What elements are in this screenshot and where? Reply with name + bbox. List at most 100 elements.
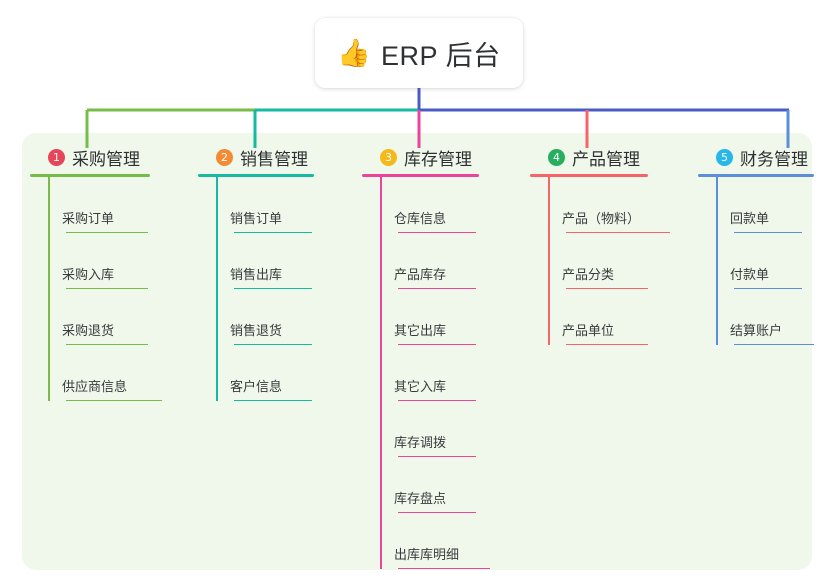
item-label: 销售出库	[230, 267, 283, 282]
item-underline	[734, 231, 802, 233]
item-label: 采购入库	[62, 267, 115, 282]
list-item[interactable]: 采购订单	[48, 177, 190, 233]
branch-title-1: 采购管理	[72, 149, 140, 169]
branch-title-2: 销售管理	[240, 149, 308, 169]
list-item[interactable]: 采购入库	[48, 233, 190, 289]
content-panel	[22, 133, 812, 570]
branch-spine-5	[716, 177, 718, 345]
item-underline	[234, 343, 312, 345]
branch-items-1: 采购订单 采购入库 采购退货 供应商信息	[30, 177, 190, 401]
list-item[interactable]: 其它出库	[380, 289, 532, 345]
list-item[interactable]: 销售订单	[216, 177, 358, 233]
list-item[interactable]: 采购退货	[48, 289, 190, 345]
list-item[interactable]: 客户信息	[216, 345, 358, 401]
list-item[interactable]: 产品库存	[380, 233, 532, 289]
branch-underline-3	[362, 174, 479, 177]
branch-items-2: 销售订单 销售出库 销售退货 客户信息	[198, 177, 358, 401]
item-label: 出库库明细	[394, 547, 460, 562]
list-item[interactable]: 产品（物料）	[548, 177, 700, 233]
branch-items-4: 产品（物料） 产品分类 产品单位	[530, 177, 700, 345]
item-underline	[734, 343, 814, 345]
list-item[interactable]: 其它入库	[380, 345, 532, 401]
branch-column-2: 2 销售管理 销售订单 销售出库 销售退货 客户信息	[198, 145, 358, 401]
branch-items-3: 仓库信息 产品库存 其它出库 其它入库 库存调拨 库存盘点	[362, 177, 532, 569]
list-item[interactable]: 仓库信息	[380, 177, 532, 233]
item-label: 其它出库	[394, 323, 447, 338]
item-label: 产品（物料）	[562, 211, 641, 226]
branch-header-5[interactable]: 5 财务管理	[698, 145, 839, 169]
item-label: 库存调拨	[394, 435, 447, 450]
item-label: 仓库信息	[394, 211, 447, 226]
list-item[interactable]: 库存调拨	[380, 401, 532, 457]
branch-underline-1	[30, 174, 150, 177]
branch-spine-2	[216, 177, 218, 401]
item-label: 库存盘点	[394, 491, 447, 506]
list-item[interactable]: 销售退货	[216, 289, 358, 345]
item-underline	[398, 231, 476, 233]
item-label: 采购退货	[62, 323, 115, 338]
item-underline	[398, 287, 476, 289]
item-label: 客户信息	[230, 379, 283, 394]
list-item[interactable]: 销售出库	[216, 233, 358, 289]
item-underline	[734, 287, 802, 289]
root-title: ERP 后台	[381, 40, 501, 71]
item-label: 销售退货	[230, 323, 283, 338]
item-underline	[66, 231, 148, 233]
list-item[interactable]: 结算账户	[716, 289, 839, 345]
list-item[interactable]: 出库库明细	[380, 513, 532, 569]
item-label: 回款单	[730, 211, 770, 226]
item-underline	[566, 343, 648, 345]
item-underline	[234, 399, 312, 401]
branch-badge-1: 1	[48, 148, 65, 166]
root-node-card[interactable]: 👍 ERP 后台	[315, 18, 523, 88]
branch-badge-2: 2	[216, 148, 233, 166]
branch-header-2[interactable]: 2 销售管理	[198, 145, 358, 169]
branch-spine-4	[548, 177, 550, 345]
item-underline	[398, 343, 476, 345]
list-item[interactable]: 产品单位	[548, 289, 700, 345]
item-label: 结算账户	[730, 323, 783, 338]
item-underline	[398, 399, 476, 401]
item-label: 销售订单	[230, 211, 283, 226]
branch-badge-3: 3	[380, 148, 397, 166]
list-item[interactable]: 产品分类	[548, 233, 700, 289]
thumbs-up-icon: 👍	[337, 37, 372, 68]
branch-underline-4	[530, 174, 648, 177]
item-underline	[566, 287, 648, 289]
item-label: 产品单位	[562, 323, 615, 338]
list-item[interactable]: 供应商信息	[48, 345, 190, 401]
item-underline	[66, 287, 148, 289]
branch-column-3: 3 库存管理 仓库信息 产品库存 其它出库 其它入库 库存调拨	[362, 145, 532, 569]
item-label: 采购订单	[62, 211, 115, 226]
branch-underline-5	[698, 174, 814, 177]
item-label: 其它入库	[394, 379, 447, 394]
branch-header-1[interactable]: 1 采购管理	[30, 145, 190, 169]
branch-title-3: 库存管理	[404, 149, 472, 169]
item-underline	[398, 455, 476, 457]
branch-column-5: 5 财务管理 回款单 付款单 结算账户	[698, 145, 839, 345]
branch-column-4: 4 产品管理 产品（物料） 产品分类 产品单位	[530, 145, 700, 345]
item-underline	[398, 511, 476, 513]
list-item[interactable]: 付款单	[716, 233, 839, 289]
branch-title-4: 产品管理	[572, 149, 640, 169]
branch-title-5: 财务管理	[740, 149, 808, 169]
item-label: 付款单	[730, 267, 770, 282]
item-underline	[66, 399, 162, 401]
item-underline	[234, 287, 312, 289]
branch-badge-5: 5	[716, 148, 733, 166]
branch-underline-2	[198, 174, 314, 177]
branch-items-5: 回款单 付款单 结算账户	[698, 177, 839, 345]
item-underline	[566, 231, 670, 233]
branch-column-1: 1 采购管理 采购订单 采购入库 采购退货 供应商信息	[30, 145, 190, 401]
branch-header-4[interactable]: 4 产品管理	[530, 145, 700, 169]
branch-header-3[interactable]: 3 库存管理	[362, 145, 532, 169]
item-underline	[398, 567, 490, 569]
item-label: 产品库存	[394, 267, 447, 282]
branch-spine-1	[48, 177, 50, 401]
list-item[interactable]: 回款单	[716, 177, 839, 233]
branch-spine-3	[380, 177, 382, 569]
list-item[interactable]: 库存盘点	[380, 457, 532, 513]
item-label: 供应商信息	[62, 379, 128, 394]
